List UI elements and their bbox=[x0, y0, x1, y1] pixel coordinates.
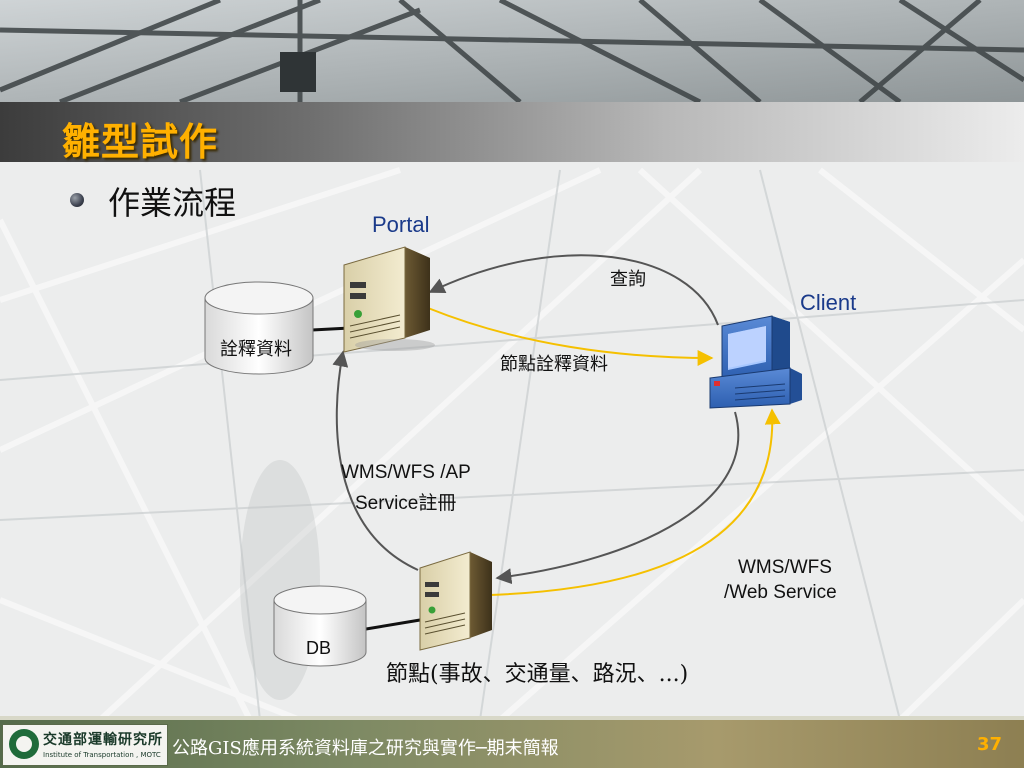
register-arrow bbox=[332, 350, 419, 571]
client-computer-icon bbox=[709, 315, 802, 409]
footer-text: 公路GIS應用系統資料庫之研究與實作─期末簡報 bbox=[172, 738, 559, 759]
register-label-line2: Service註冊 bbox=[355, 493, 457, 514]
client-label: Client bbox=[800, 290, 857, 315]
node-metadata-label: 節點詮釋資料 bbox=[500, 354, 608, 375]
node-metadata-arrow bbox=[427, 307, 714, 366]
title-bar bbox=[0, 102, 1024, 162]
service-label-line2: /Web Service bbox=[724, 582, 837, 603]
register-label-line1: WMS/WFS /AP bbox=[341, 462, 471, 483]
annotation-db-label: 詮釋資料 bbox=[220, 339, 292, 360]
db-label: DB bbox=[306, 638, 332, 658]
org-name: 交通部運輸研究所 bbox=[43, 732, 163, 748]
annotation-db-cylinder bbox=[204, 281, 314, 375]
service-label-line1: WMS/WFS bbox=[738, 557, 832, 578]
bullet-text: 作業流程 bbox=[108, 184, 237, 222]
service-arrow bbox=[489, 408, 781, 596]
page-number: 37 bbox=[976, 734, 1002, 755]
query-label: 查詢 bbox=[610, 269, 646, 290]
bullet-icon bbox=[70, 193, 84, 207]
portal-server-icon bbox=[343, 246, 435, 353]
client-to-node-arrow bbox=[495, 411, 740, 585]
org-logo: 交通部運輸研究所 Institute of Transportation , M… bbox=[2, 724, 168, 766]
portal-label: Portal bbox=[372, 212, 430, 237]
org-emblem-icon bbox=[9, 729, 39, 759]
db-cylinder bbox=[273, 585, 367, 667]
slide-title: 雛型試作 bbox=[62, 120, 219, 164]
db-connector bbox=[359, 618, 421, 632]
node-server-icon bbox=[419, 551, 492, 651]
footer-divider bbox=[0, 716, 1024, 720]
query-arrow bbox=[428, 254, 719, 326]
footer-bar bbox=[0, 720, 1024, 768]
node-server-label: 節點(事故、交通量、路況、...) bbox=[386, 662, 689, 687]
org-name-en: Institute of Transportation , MOTC bbox=[43, 751, 161, 759]
